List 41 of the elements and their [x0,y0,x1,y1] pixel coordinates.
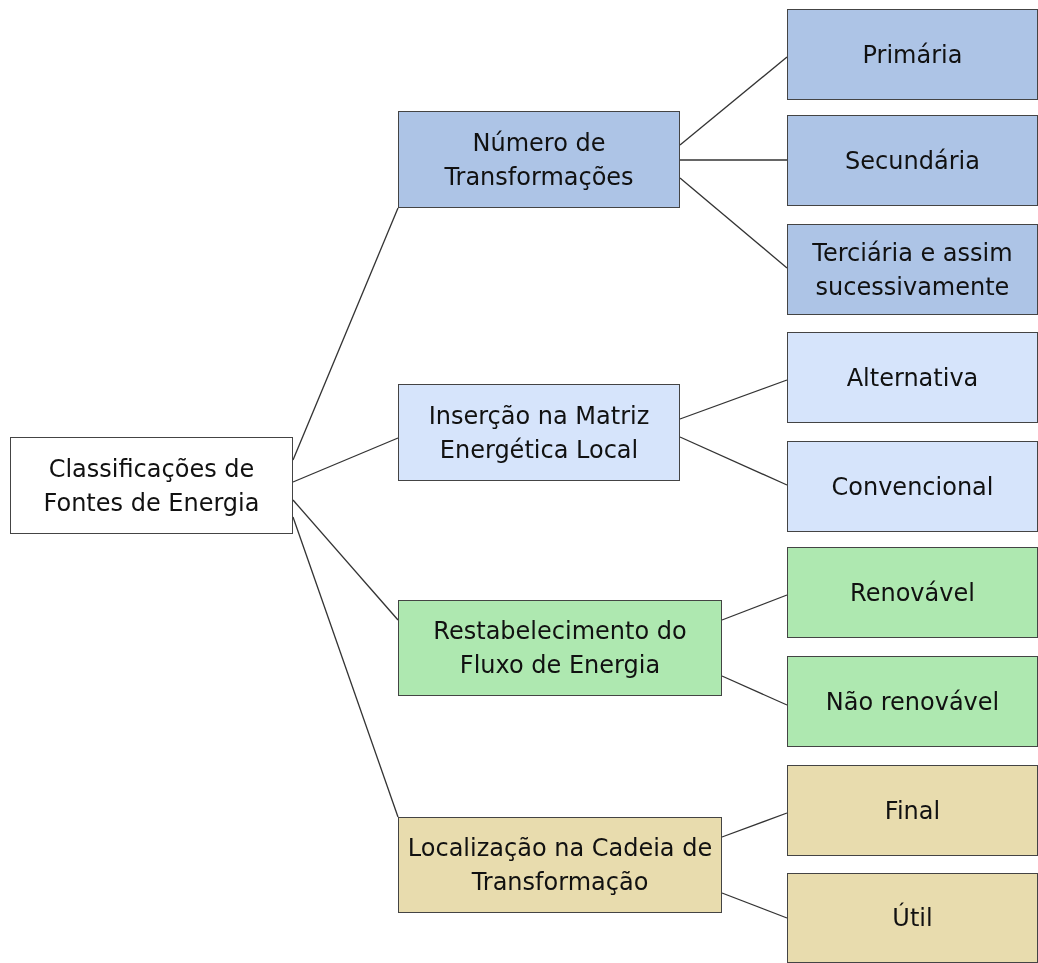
category-box [787,9,1038,100]
node-label: Terciária e assim sucessivamente [811,237,1014,303]
node-label: Alternativa [846,362,979,394]
node-label: Restabelecimento do Fluxo de Energia [432,616,688,681]
node-label: Convencional [831,471,994,503]
connector-line [679,379,788,420]
category-box [398,384,680,481]
category-box [787,332,1038,423]
node-label: Número de Transformações [443,127,635,193]
category-box [787,441,1038,532]
connector-line [292,499,399,621]
node-label: Classificações de Fontes de Energia [42,453,261,519]
connector-line [721,594,788,621]
connector-line [679,436,788,486]
node-label: Localização na Cadeia de Transformação [406,833,714,898]
node-label: Não renovável [825,686,1000,718]
category-box [787,873,1038,963]
category-box [398,600,722,696]
category-box [787,765,1038,856]
node-label: Final [884,795,941,827]
category-box [787,656,1038,747]
node-label: Útil [892,901,933,934]
node-label: Renovável [850,577,975,609]
connector-line [721,812,788,838]
category-box [787,115,1038,206]
connector-line [679,177,788,269]
category-box [398,817,722,913]
category-box [787,547,1038,638]
connector-line [292,437,399,483]
category-box [398,111,680,208]
connector-line [679,159,788,161]
node-label: Secundária [845,145,980,177]
node-label: Primária [862,39,963,71]
category-box [10,437,293,534]
connector-line [721,675,788,706]
connector-line [292,516,399,818]
connector-line [721,892,788,919]
node-label: Inserção na Matriz Energética Local [427,400,651,466]
category-box [787,224,1038,315]
connector-line [679,56,788,146]
connector-line [292,207,399,461]
